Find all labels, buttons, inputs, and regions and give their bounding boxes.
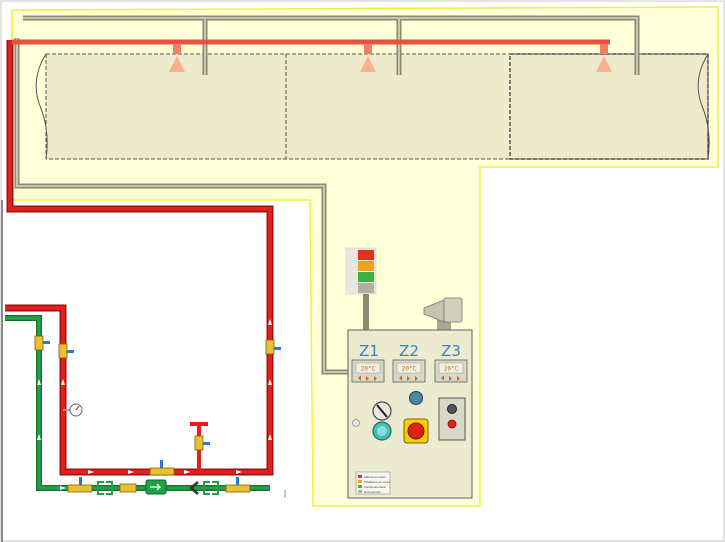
- detection-piping-highlight: [16, 17, 638, 373]
- panel-legend: Alarme en cours Préalarme en cours Fonct…: [355, 471, 391, 495]
- legend-text-prealarm: Préalarme en cours: [364, 480, 391, 484]
- valve-supply-right[interactable]: [225, 477, 251, 493]
- nozzle-z3: [596, 44, 612, 72]
- zone-label-z2: Z2: [399, 342, 419, 360]
- legend-text-off: Hors service: [364, 490, 381, 494]
- pressure-gauge-icon: [63, 403, 83, 417]
- zone-label-z3: Z3: [441, 342, 461, 360]
- emergency-stop-button[interactable]: [403, 418, 429, 444]
- reset-button[interactable]: [372, 421, 392, 441]
- zone-display-z3: 20°C: [434, 359, 468, 383]
- zone-display-z1: 20°C: [351, 359, 385, 383]
- valve-branch[interactable]: [194, 435, 210, 451]
- zone-display-z2: 20°C: [392, 359, 426, 383]
- strainer-icon: [119, 483, 137, 493]
- svg-text:20°C: 20°C: [444, 366, 459, 373]
- legend-swatch-running: [358, 485, 362, 488]
- valve-discharge-right[interactable]: [265, 339, 281, 355]
- panel-screw: [352, 419, 360, 427]
- coupling-left-icon: [97, 481, 113, 495]
- svg-text:20°C: 20°C: [402, 366, 417, 373]
- control-panel: Z1 Z2 Z3 20°C 20°C 20°C: [347, 329, 473, 499]
- key-switch-box[interactable]: [438, 397, 466, 441]
- siren-horn-icon: [423, 297, 463, 330]
- legend-swatch-alarm: [358, 475, 362, 478]
- flow-arrows: [37, 319, 272, 490]
- zone-label-z1: Z1: [359, 342, 379, 360]
- svg-text:20°C: 20°C: [361, 366, 376, 373]
- nozzle-z2: [360, 44, 376, 72]
- legend-text-running: Fonctionnement: [364, 485, 386, 489]
- beacon-light-green: [358, 272, 374, 282]
- nozzle-z1: [169, 44, 185, 72]
- beacon-light-red: [358, 250, 374, 260]
- valve-supply-left[interactable]: [67, 477, 93, 493]
- beacon-light-orange: [358, 261, 374, 271]
- status-lamp: [409, 391, 423, 405]
- legend-text-alarm: Alarme en cours: [364, 475, 386, 479]
- check-valve-icon: [189, 481, 199, 495]
- pump-icon: [145, 479, 167, 495]
- legend-swatch-off: [358, 490, 362, 493]
- discharge-pipe: [5, 39, 610, 476]
- coupling-right-icon: [203, 481, 219, 495]
- selector-knob[interactable]: [372, 401, 392, 421]
- legend-swatch-prealarm: [358, 480, 362, 483]
- valve-discharge-left[interactable]: [58, 343, 74, 359]
- valve-supply-upper[interactable]: [34, 335, 50, 351]
- beacon-light-grey: [358, 283, 374, 293]
- valve-discharge-bottom[interactable]: [149, 460, 175, 476]
- alarm-beacon: [345, 247, 377, 330]
